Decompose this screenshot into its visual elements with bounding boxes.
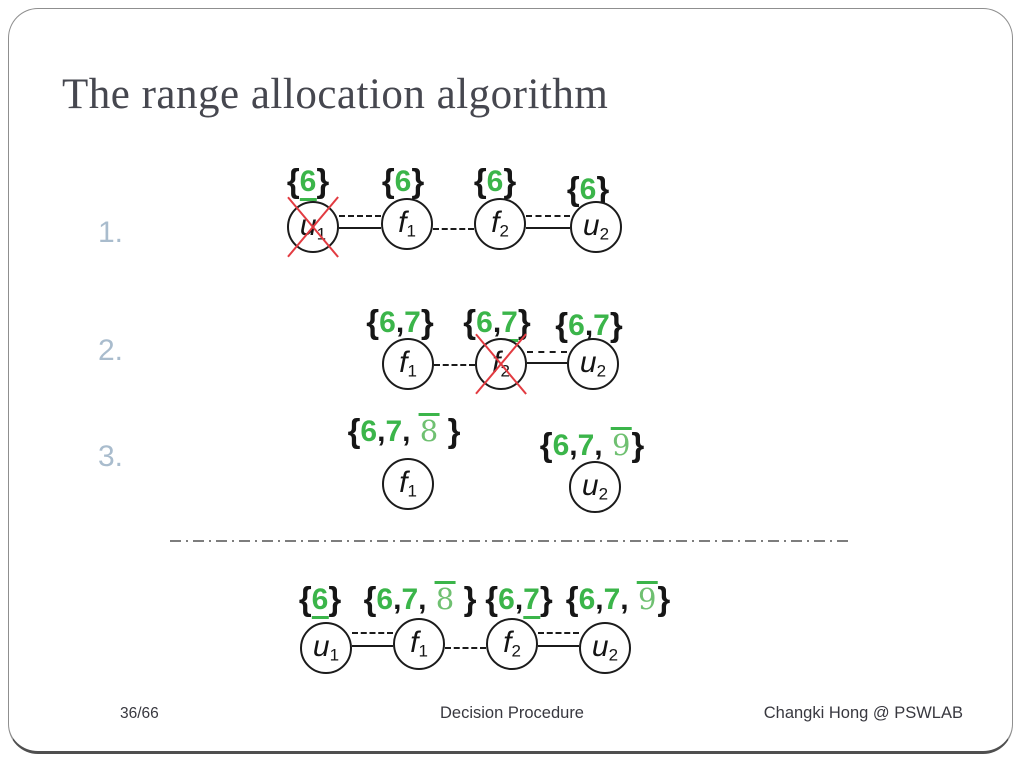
edge-result-u1-f1-dashed	[352, 632, 393, 634]
node-label: u2	[591, 630, 619, 665]
edge-step2-f2-u2-solid	[527, 362, 567, 364]
divider-line	[170, 540, 848, 542]
range-set-step1-u1: {6}	[286, 162, 330, 201]
edge-step1-f1-f2-dashed	[433, 228, 474, 230]
range-set-step1-f1: {6}	[381, 162, 425, 199]
node-step3-f1: f1	[382, 458, 434, 510]
node-step1-u1: u1	[287, 201, 339, 253]
node-step1-f2: f2	[474, 198, 526, 250]
edge-step1-f2-u2-solid	[526, 227, 570, 229]
range-set-step2-f1: {6,7}	[366, 303, 434, 340]
node-result-f2: f2	[486, 618, 538, 670]
node-label: f1	[410, 626, 428, 661]
node-label: u1	[312, 630, 340, 665]
footer-author-text: Changki Hong @ PSWLAB	[763, 704, 963, 722]
node-step1-f1: f1	[381, 198, 433, 250]
node-result-u2: u2	[579, 622, 631, 674]
node-label: u2	[581, 469, 609, 504]
range-set-step3-f1: {6,7, 8 }	[347, 412, 461, 449]
node-label: u2	[582, 209, 610, 244]
range-set-step3-u2: {6,7, 9}	[539, 426, 645, 463]
step-number-2: 2.	[98, 334, 124, 367]
range-set-step1-u2: {6}	[566, 170, 610, 207]
node-label: f1	[399, 466, 417, 501]
edge-step1-f2-u2-dashed	[526, 215, 570, 217]
edge-result-f2-u2-solid	[538, 645, 579, 647]
range-set-result-f1: {6,7, 8 }	[363, 580, 477, 617]
edge-result-u1-f1-solid	[352, 645, 393, 647]
range-set-step2-f2: {6,7}	[463, 303, 531, 342]
node-step1-u2: u2	[570, 201, 622, 253]
node-step3-u2: u2	[569, 461, 621, 513]
node-step2-u2: u2	[567, 338, 619, 390]
edge-result-f1-f2-dashed	[445, 647, 486, 649]
node-label: f1	[399, 346, 417, 381]
node-result-u1: u1	[300, 622, 352, 674]
range-set-result-u1: {6}	[298, 580, 342, 619]
edge-step2-f2-u2-dashed	[527, 351, 567, 353]
edge-step1-u1-f1-solid	[339, 227, 381, 229]
step-number-1: 1.	[98, 216, 124, 249]
edge-result-f2-u2-dashed	[538, 632, 579, 634]
edge-step2-f1-f2-dashed	[434, 364, 475, 366]
node-step2-f1: f1	[382, 338, 434, 390]
step-number-3: 3.	[98, 440, 124, 473]
range-set-step1-f2: {6}	[473, 162, 517, 199]
range-set-result-f2: {6,7}	[485, 580, 553, 619]
node-result-f1: f1	[393, 618, 445, 670]
range-set-step2-u2: {6,7}	[555, 306, 623, 343]
footer-page-number: 36/66	[120, 705, 159, 722]
edge-step1-u1-f1-dashed	[339, 215, 381, 217]
node-label: f2	[491, 206, 509, 241]
footer-center-text: Decision Procedure	[440, 704, 584, 722]
slide-title: The range allocation algorithm	[62, 71, 609, 118]
range-set-result-u2: {6,7, 9}	[565, 580, 671, 617]
node-label: f2	[503, 626, 521, 661]
node-label: u2	[579, 346, 607, 381]
node-label: f1	[398, 206, 416, 241]
node-step2-f2: f2	[475, 338, 527, 390]
